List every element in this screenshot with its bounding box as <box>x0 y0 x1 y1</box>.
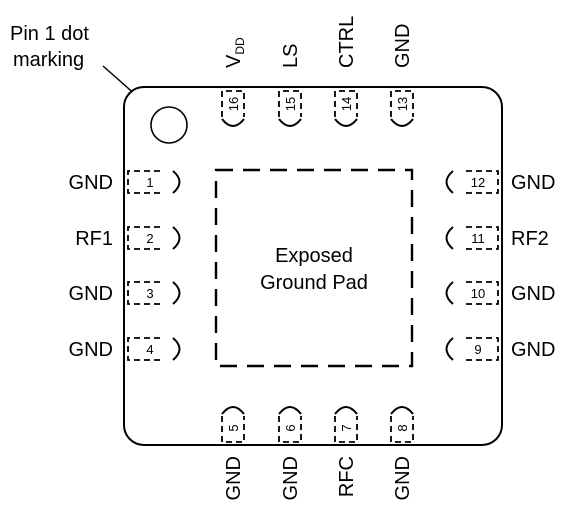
pin-signal-label: GND <box>511 283 555 305</box>
pin-3: 3 GND <box>69 281 181 305</box>
pin-number: 7 <box>339 424 354 431</box>
pin-signal-label: GND <box>511 339 555 361</box>
pin-signal-label: GND <box>511 172 555 194</box>
pad-label-line-2: Ground Pad <box>260 272 368 294</box>
pin-pad-edge <box>445 337 454 361</box>
pin-pad-outline <box>221 416 245 443</box>
pin-number: 6 <box>283 424 298 431</box>
pin-pad-edge <box>172 170 181 194</box>
pin-pad-outline <box>278 416 302 443</box>
pin-number: 4 <box>146 342 153 357</box>
pin-signal-label: GND <box>69 172 113 194</box>
pin-signal-label: GND <box>223 456 245 500</box>
pin-number: 13 <box>395 97 410 111</box>
pin-pad-outline <box>466 226 499 250</box>
annotation-line-2: marking <box>13 49 84 71</box>
pin-number: 2 <box>146 231 153 246</box>
pin-number: 16 <box>226 97 241 111</box>
pin-signal-label: RF1 <box>75 228 113 250</box>
pin-pad-edge <box>172 337 181 361</box>
pin-pad-outline <box>466 170 499 194</box>
pin-pad-edge <box>278 118 302 127</box>
pin-pad-edge <box>445 226 454 250</box>
pin-pad-edge <box>172 281 181 305</box>
pin-pad-edge <box>334 118 358 127</box>
pad-label-line-1: Exposed <box>275 245 353 267</box>
pin-pad-outline <box>127 337 160 361</box>
pin-signal-label: VDD <box>223 37 247 68</box>
pin-number: 9 <box>474 342 481 357</box>
pin-pad-edge <box>445 170 454 194</box>
pin-number: 1 <box>146 175 153 190</box>
pin-pad-outline <box>466 337 499 361</box>
pin-pad-outline <box>221 90 245 117</box>
pin-9: 9 GND <box>445 337 555 361</box>
pin-pad-edge <box>221 118 245 127</box>
pin-pad-edge <box>334 406 358 415</box>
pin-pad-edge <box>278 406 302 415</box>
pin-signal-label: RFC <box>336 456 358 497</box>
pin-pad-edge <box>390 118 414 127</box>
pin-pad-edge <box>445 281 454 305</box>
pin-number: 8 <box>395 424 410 431</box>
pin-1: 1 GND <box>69 170 181 194</box>
pin-signal-label: GND <box>69 339 113 361</box>
pin-number: 3 <box>146 286 153 301</box>
pin-signal-label: CTRL <box>336 16 358 68</box>
pin-pad-outline <box>278 90 302 117</box>
pin-signal-label: GND <box>280 456 302 500</box>
pin-signal-label: GND <box>392 456 414 500</box>
pin-14: 14 CTRL <box>334 16 358 127</box>
pin-pad-outline <box>334 416 358 443</box>
pin-4: 4 GND <box>69 337 181 361</box>
pin-number: 14 <box>339 97 354 111</box>
pin-signal-label: LS <box>280 44 302 68</box>
pin-pad-outline <box>127 281 160 305</box>
pin-2: 2 RF1 <box>75 226 181 250</box>
annotation-line-1: Pin 1 dot <box>10 23 89 45</box>
pin-signal-label: RF2 <box>511 228 549 250</box>
pin-12: 12 GND <box>445 170 555 194</box>
pin-15: 15 LS <box>278 44 302 127</box>
pin-number: 12 <box>471 175 485 190</box>
pin-signal-label: GND <box>69 283 113 305</box>
pin-number: 10 <box>471 286 485 301</box>
pin-11: 11 RF2 <box>445 226 549 250</box>
pin-pad-edge <box>221 406 245 415</box>
pin-number: 5 <box>226 424 241 431</box>
pin-13: 13 GND <box>390 24 414 127</box>
pin-pad-outline <box>390 90 414 117</box>
pin-pad-outline <box>334 90 358 117</box>
pin-pad-outline <box>127 226 160 250</box>
pin-pad-outline <box>390 416 414 443</box>
package-body <box>123 86 503 446</box>
pin-pad-outline <box>466 281 499 305</box>
pin-pad-edge <box>390 406 414 415</box>
pin-signal-subscript: DD <box>233 37 247 55</box>
pin-signal-label: GND <box>392 24 414 68</box>
exposed-ground-pad <box>214 168 414 368</box>
pin1-dot <box>150 106 188 144</box>
pin-pad-edge <box>172 226 181 250</box>
pin-number: 15 <box>283 97 298 111</box>
pin-pad-outline <box>127 170 160 194</box>
pin-number: 11 <box>471 231 485 246</box>
pin-10: 10 GND <box>445 281 555 305</box>
